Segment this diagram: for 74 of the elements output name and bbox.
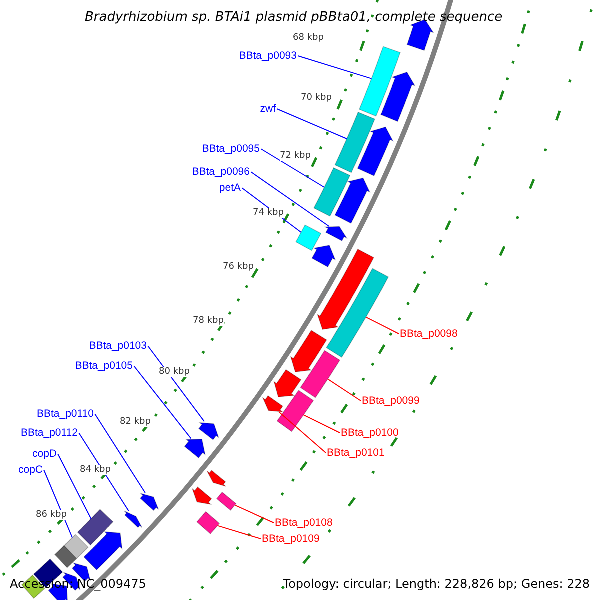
gene-label: BBta_p0093 (239, 50, 297, 62)
gene-feature (296, 224, 322, 252)
gene-label: BBta_p0099 (362, 395, 420, 407)
leader-line (78, 432, 130, 512)
gene-label: BBta_p0098 (400, 328, 458, 340)
leader-line (217, 525, 262, 540)
scale-label: 74 kbp (253, 208, 284, 218)
gene-feature (262, 395, 284, 413)
scale-label: 86 kbp (36, 510, 67, 520)
gene-label: zwf (260, 103, 276, 115)
leader-line (327, 378, 362, 402)
gene-feature (324, 226, 348, 242)
gene-feature (184, 439, 206, 459)
gene-feature (198, 422, 220, 440)
gene-feature (316, 248, 374, 330)
leader-line (44, 470, 73, 538)
scale-label: 72 kbp (280, 151, 311, 161)
gene-feature (140, 493, 160, 512)
gene-feature (77, 509, 114, 546)
gene-label: BBta_p0105 (75, 360, 133, 372)
scale-label: 76 kbp (223, 262, 254, 272)
scale-label: 78 kbp (193, 316, 224, 326)
gene-label: BBta_p0096 (192, 166, 250, 178)
scale-label: 84 kbp (80, 465, 111, 475)
leader-line (134, 366, 192, 440)
gene-feature (300, 350, 341, 398)
gene-feature (216, 492, 237, 511)
gene-feature (334, 178, 371, 224)
gene-label: BBta_p0108 (275, 517, 333, 529)
title: Bradyrhizobium sp. BTAi1 plasmid pBBta01, complete sequence (85, 10, 503, 26)
scale-label: 70 kbp (301, 93, 332, 103)
info-text: Accession: NC_009475 (9, 576, 148, 593)
leader-line (303, 414, 340, 434)
gene-feature (192, 486, 212, 506)
gene-label: BBta_p0103 (89, 340, 147, 352)
leader-line (260, 148, 325, 188)
gene-feature (380, 72, 416, 122)
leader-line (278, 412, 326, 454)
gene-label: BBta_p0109 (262, 533, 320, 545)
gene-feature (54, 545, 78, 568)
gene-label: petA (219, 182, 241, 194)
gene-feature (276, 390, 314, 432)
gene-label: BBta_p0110 (36, 408, 94, 420)
gene-feature (358, 46, 401, 117)
gene-label: copD (32, 448, 57, 460)
gene-feature (334, 112, 376, 174)
leader-line (94, 414, 146, 494)
gene-feature (64, 534, 89, 560)
leader-line (58, 454, 92, 520)
leader-line (276, 108, 348, 140)
leader-line (250, 172, 330, 228)
gene-feature (84, 532, 123, 571)
gene-label: BBta_p0095 (202, 143, 260, 155)
scale-label: 82 kbp (120, 417, 151, 427)
leader-line (148, 346, 205, 422)
gene-feature (290, 330, 328, 373)
scale-label: 80 kbp (159, 367, 190, 377)
leader-line (234, 504, 274, 524)
leader-line (366, 316, 400, 334)
gene-label: BBta_p0100 (341, 427, 399, 439)
gene-feature (274, 369, 302, 398)
gene-label: BBta_p0112 (20, 427, 78, 439)
gene-feature (312, 245, 336, 268)
gene-feature (206, 470, 226, 487)
gene-feature (314, 167, 351, 217)
info-text: Topology: circular; Length: 228,826 bp; Genes: 228 (282, 576, 591, 593)
gene-feature (196, 511, 220, 535)
gene-feature (124, 510, 143, 528)
leader-line (298, 56, 372, 80)
gene-feature (326, 268, 390, 358)
gene-label: copC (18, 464, 43, 476)
gene-feature (357, 126, 394, 177)
scale-label: 68 kbp (293, 33, 324, 43)
gene-label: BBta_p0101 (327, 447, 385, 459)
